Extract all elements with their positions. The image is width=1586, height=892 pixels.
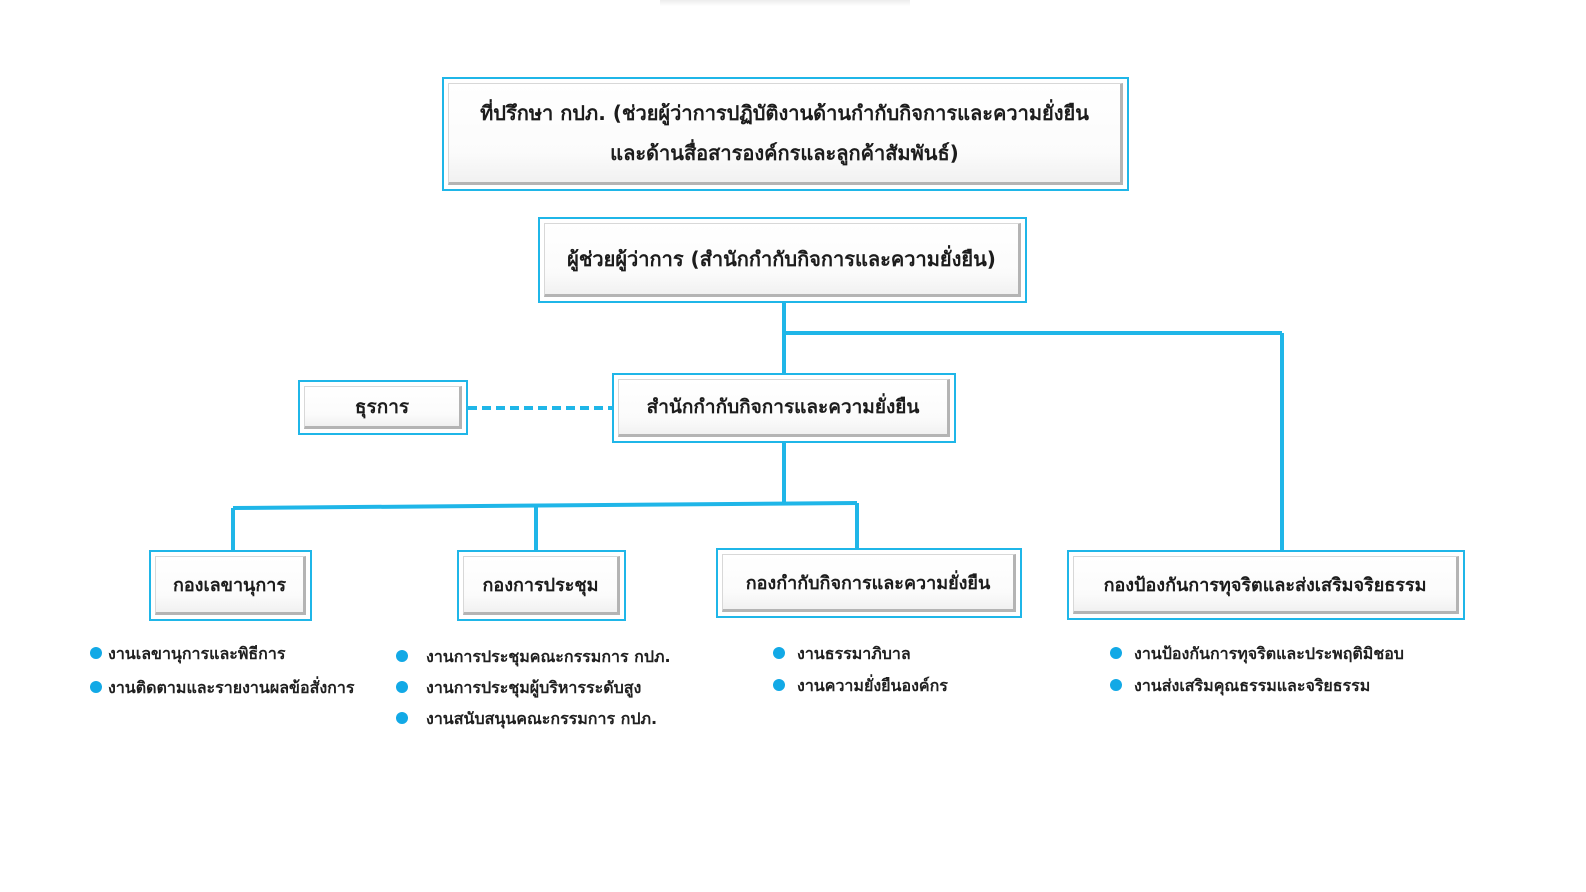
task-label: งานเลขานุการและพิธีการ xyxy=(108,644,286,663)
advisor-box-inner: ที่ปรึกษา กปภ. (ช่วยผู้ว่าการปฏิบัติงานด… xyxy=(448,83,1123,185)
connector-division-bus xyxy=(232,501,858,510)
task-label: งานสนับสนุนคณะกรรมการ กปภ. xyxy=(426,709,658,728)
division-title: กองกำกับกิจการและความยั่งยืน xyxy=(745,572,991,594)
task-label: งานติดตามและรายงานผลข้อสั่งการ xyxy=(108,678,355,697)
bullet-icon xyxy=(396,680,408,693)
advisor-box: ที่ปรึกษา กปภ. (ช่วยผู้ว่าการปฏิบัติงานด… xyxy=(442,77,1129,191)
task-item: งานธรรมาภิบาล xyxy=(773,638,948,670)
division-title: กองการประชุม xyxy=(482,575,599,596)
division-box-meetings: กองการประชุม xyxy=(457,550,626,621)
office-box-inner: สำนักกำกับกิจการและความยั่งยืน xyxy=(618,379,950,437)
bullet-icon xyxy=(1110,679,1122,691)
task-list-anti-corruption: งานป้องกันการทุจริตและประพฤติมิชอบ งานส่… xyxy=(1110,638,1404,702)
task-item: งานเลขานุการและพิธีการ xyxy=(90,637,354,671)
office-title: สำนักกำกับกิจการและความยั่งยืน xyxy=(646,396,920,418)
task-label: งานธรรมาภิบาล xyxy=(797,644,911,663)
task-item: งานติดตามและรายงานผลข้อสั่งการ xyxy=(90,671,354,705)
bullet-icon xyxy=(773,647,785,659)
division-box-inner: กองกำกับกิจการและความยั่งยืน xyxy=(722,554,1016,612)
task-item: งานความยั่งยืนองค์กร xyxy=(773,670,948,702)
division-box-inner: กองการประชุม xyxy=(463,556,620,615)
task-label: งานการประชุมคณะกรรมการ กปภ. xyxy=(426,647,671,666)
assistant-governor-box: ผู้ช่วยผู้ว่าการ (สำนักกำกับกิจการและควา… xyxy=(538,217,1027,303)
task-item: งานการประชุมคณะกรรมการ กปภ. xyxy=(396,641,671,672)
bullet-icon xyxy=(1110,647,1122,659)
advisor-title-line2: และด้านสื่อสารองค์กรและลูกค้าสัมพันธ์) xyxy=(610,141,959,165)
division-box-inner: กองป้องกันการทุจริตและส่งเสริมจริยธรรม xyxy=(1073,556,1459,614)
assistant-governor-box-inner: ผู้ช่วยผู้ว่าการ (สำนักกำกับกิจการและควา… xyxy=(544,223,1021,297)
task-list-secretariat: งานเลขานุการและพิธีการ งานติดตามและรายงา… xyxy=(90,637,354,705)
top-edge-shadow xyxy=(660,0,910,6)
office-box: สำนักกำกับกิจการและความยั่งยืน xyxy=(612,373,956,443)
division-box-governance: กองกำกับกิจการและความยั่งยืน xyxy=(716,548,1022,618)
admin-title: ธุรการ xyxy=(354,395,410,418)
task-item: งานส่งเสริมคุณธรรมและจริยธรรม xyxy=(1110,670,1404,702)
admin-box: ธุรการ xyxy=(298,380,468,435)
task-label: งานส่งเสริมคุณธรรมและจริยธรรม xyxy=(1134,676,1371,695)
task-label: งานความยั่งยืนองค์กร xyxy=(797,676,948,695)
bullet-icon xyxy=(396,711,408,724)
division-box-secretariat: กองเลขานุการ xyxy=(149,550,312,621)
bullet-icon xyxy=(90,681,102,693)
task-label: งานป้องกันการทุจริตและประพฤติมิชอบ xyxy=(1134,644,1404,663)
task-label: งานการประชุมผู้บริหารระดับสูง xyxy=(426,678,642,697)
division-title: กองเลขานุการ xyxy=(172,575,287,596)
bullet-icon xyxy=(396,649,408,662)
assistant-governor-title: ผู้ช่วยผู้ว่าการ (สำนักกำกับกิจการและควา… xyxy=(567,247,996,271)
task-list-meetings: งานการประชุมคณะกรรมการ กปภ. งานการประชุม… xyxy=(396,641,671,734)
division-box-anti-corruption: กองป้องกันการทุจริตและส่งเสริมจริยธรรม xyxy=(1067,550,1465,620)
admin-box-inner: ธุรการ xyxy=(304,386,462,429)
task-list-governance: งานธรรมาภิบาล งานความยั่งยืนองค์กร xyxy=(773,638,948,702)
bullet-icon xyxy=(90,647,102,659)
task-item: งานสนับสนุนคณะกรรมการ กปภ. xyxy=(396,703,671,734)
advisor-title-line1: ที่ปรึกษา กปภ. (ช่วยผู้ว่าการปฏิบัติงานด… xyxy=(480,101,1089,125)
division-title: กองป้องกันการทุจริตและส่งเสริมจริยธรรม xyxy=(1103,574,1427,596)
bullet-icon xyxy=(773,679,785,691)
task-item: งานป้องกันการทุจริตและประพฤติมิชอบ xyxy=(1110,638,1404,670)
division-box-inner: กองเลขานุการ xyxy=(155,556,306,615)
task-item: งานการประชุมผู้บริหารระดับสูง xyxy=(396,672,671,703)
